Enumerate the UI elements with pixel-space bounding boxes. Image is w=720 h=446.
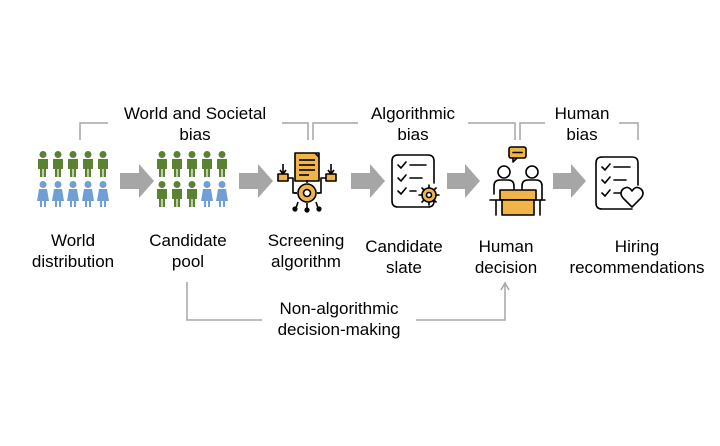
stage-label-world-distribution: World distribution — [8, 230, 138, 272]
stage-label-line2: recommendations — [569, 258, 705, 277]
stage-label-candidate-pool: Candidate pool — [130, 230, 246, 272]
stage-label-line1: Hiring — [614, 237, 660, 256]
bypass-label-line2: decision-making — [277, 320, 401, 339]
stage-label-line1: Candidate — [149, 231, 227, 250]
flow-arrow-4 — [447, 164, 480, 198]
bias-label-algorithmic: Algorithmic bias — [358, 103, 468, 145]
male-figure-icon — [187, 151, 197, 177]
stage-label-line1: Candidate — [365, 237, 443, 256]
female-figure-icon — [82, 181, 94, 207]
male-figure-icon — [157, 151, 167, 177]
male-figure-icon — [68, 151, 78, 177]
stage-label-line1: Screening — [267, 231, 345, 250]
bias-label-world-societal: World and Societal bias — [108, 103, 282, 145]
flow-arrow-1 — [120, 164, 154, 198]
stage-label-line1: Human — [478, 237, 534, 256]
male-figure-icon — [187, 181, 197, 207]
male-figure-icon — [83, 151, 93, 177]
flow-arrow-5 — [553, 164, 586, 198]
checklist-heart-icon — [595, 156, 644, 210]
stage-label-line2: decision — [474, 258, 538, 277]
bias-label-human: Human bias — [545, 103, 619, 145]
stage-label-screening-algorithm: Screening algorithm — [248, 230, 364, 272]
male-figure-icon — [172, 151, 182, 177]
bias-label-line1: World and Societal — [123, 104, 267, 123]
algorithm-gear-document-icon — [277, 152, 337, 213]
bias-label-line2: bias — [179, 125, 211, 144]
male-figure-icon — [202, 151, 212, 177]
male-figure-icon — [157, 181, 167, 207]
stage-label-candidate-slate: Candidate slate — [354, 236, 454, 278]
stage-label-line2: slate — [386, 258, 422, 277]
female-figure-icon — [201, 181, 213, 207]
bypass-label: Non-algorithmic decision-making — [262, 298, 416, 340]
male-figure-icon — [53, 151, 63, 177]
female-figure-icon — [97, 181, 109, 207]
bypass-label-line1: Non-algorithmic — [279, 299, 399, 318]
people-mixed-icon — [37, 151, 109, 207]
female-figure-icon — [67, 181, 79, 207]
checklist-gear-icon — [391, 154, 440, 208]
male-figure-icon — [38, 151, 48, 177]
stage-label-line1: World — [50, 231, 96, 250]
female-figure-icon — [37, 181, 49, 207]
male-figure-icon — [217, 151, 227, 177]
bias-label-line2: bias — [397, 125, 429, 144]
people-mostly-green-icon — [157, 151, 228, 207]
female-figure-icon — [52, 181, 64, 207]
stage-label-human-decision: Human decision — [458, 236, 554, 278]
female-figure-icon — [216, 181, 228, 207]
bias-label-line1: Algorithmic — [370, 104, 456, 123]
male-figure-icon — [172, 181, 182, 207]
flow-arrow-3 — [351, 164, 385, 198]
stage-label-line2: distribution — [31, 252, 115, 271]
bias-label-line2: bias — [566, 125, 598, 144]
flow-arrows — [120, 164, 586, 198]
flow-arrow-2 — [239, 164, 273, 198]
stage-label-line2: algorithm — [271, 252, 341, 271]
interview-desk-icon — [489, 146, 546, 216]
stage-label-line2: pool — [171, 252, 205, 271]
male-figure-icon — [98, 151, 108, 177]
bias-label-line1: Human — [554, 104, 610, 123]
stage-label-hiring-recommendations: Hiring recommendations — [560, 236, 714, 278]
